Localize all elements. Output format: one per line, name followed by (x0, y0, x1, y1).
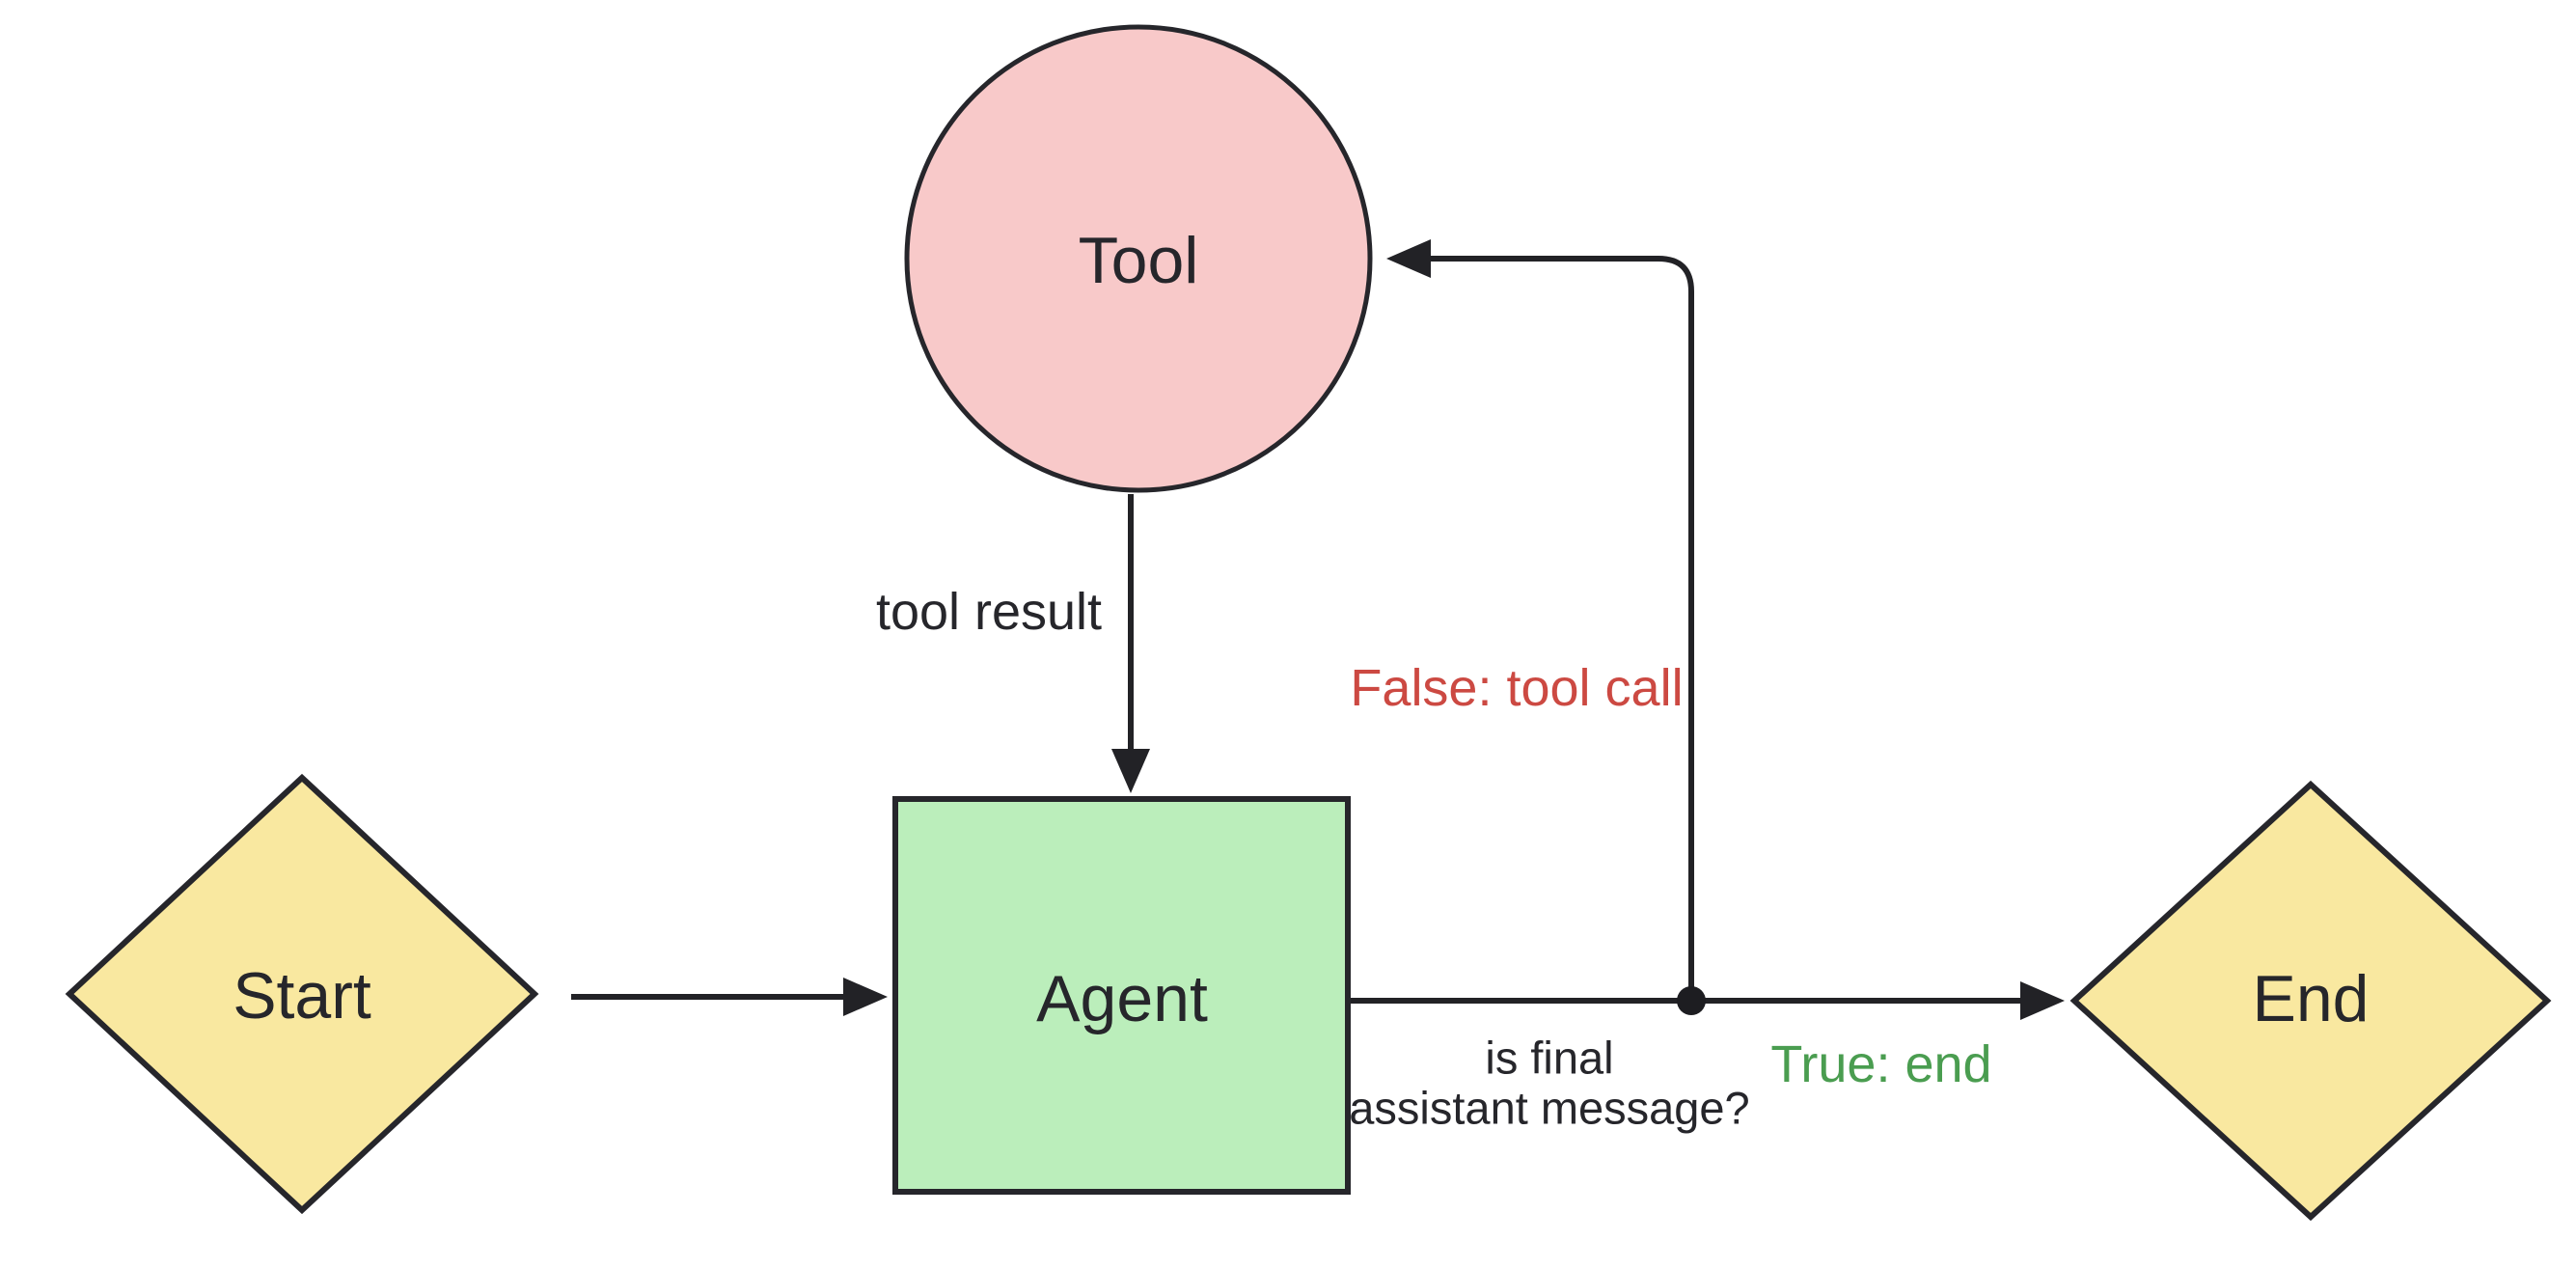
edge-label-true-end: True: end (1770, 1035, 1991, 1093)
start-diamond (65, 773, 539, 1215)
edge-junction-to-tool: False: tool call (1350, 239, 1706, 1015)
node-label-start: Start (233, 959, 371, 1033)
edge-label-false-tool-call: False: tool call (1350, 659, 1683, 717)
arrowhead-right-icon (2020, 981, 2065, 1020)
node-start: Start (65, 773, 539, 1215)
arrowhead-down-icon (1111, 749, 1150, 793)
node-label-end: End (2253, 962, 2370, 1035)
edge-start-to-agent (571, 978, 888, 1016)
arrowhead-right-icon (843, 978, 888, 1016)
edge-label-tool-result: tool result (876, 583, 1102, 641)
edge-agent-to-end: is final assistant message? True: end (1349, 981, 2065, 1134)
node-label-agent: Agent (1036, 962, 1208, 1035)
junction-dot (1677, 986, 1706, 1015)
edge-junction-to-tool-path (1427, 256, 1694, 1001)
node-label-tool: Tool (1079, 224, 1199, 297)
edge-tool-to-agent: tool result (876, 494, 1150, 793)
node-agent: Agent (892, 796, 1351, 1195)
arrowhead-left-icon (1386, 239, 1431, 278)
end-diamond (2069, 780, 2552, 1222)
node-end: End (2069, 780, 2552, 1222)
agent-rect (892, 796, 1351, 1195)
edge-label-decision-line2: assistant message? (1349, 1083, 1749, 1134)
edge-label-decision-line1: is final (1485, 1033, 1613, 1084)
tool-circle (904, 24, 1373, 493)
node-tool: Tool (904, 24, 1373, 493)
